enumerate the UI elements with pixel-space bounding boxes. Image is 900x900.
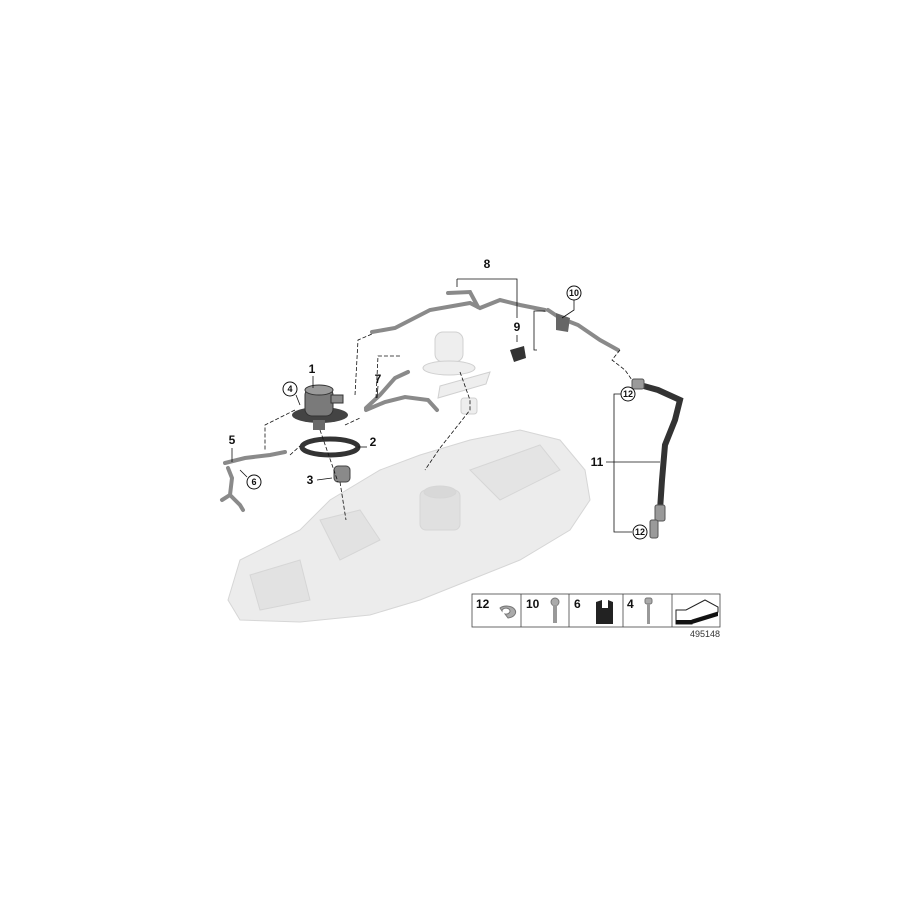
hose-end-fitting bbox=[631, 378, 645, 390]
clip-9 bbox=[510, 346, 526, 362]
parts-legend: 12 10 6 4 495148 bbox=[471, 593, 721, 639]
legend-label-6: 6 bbox=[574, 597, 581, 611]
legend-label-10: 10 bbox=[526, 597, 540, 611]
callout-9: 9 bbox=[514, 320, 521, 334]
clip-ring-icon bbox=[499, 605, 517, 619]
callout-6: 6 bbox=[251, 477, 256, 487]
gasket bbox=[299, 436, 361, 458]
callout-labels: 8 9 10 1 4 7 2 3 5 6 12 11 12 bbox=[229, 257, 648, 540]
legend-label-12: 12 bbox=[476, 597, 490, 611]
callout-3: 3 bbox=[307, 473, 314, 487]
callout-2: 2 bbox=[370, 435, 377, 449]
hose-end-fitting bbox=[649, 519, 659, 539]
callout-12-top: 12 bbox=[623, 389, 633, 399]
callout-10: 10 bbox=[569, 288, 579, 298]
fuel-line-8 bbox=[370, 289, 620, 352]
callout-5: 5 bbox=[229, 433, 236, 447]
fuel-line-7 bbox=[364, 370, 439, 412]
hose-end-fitting bbox=[654, 504, 666, 522]
cylinder-head-cover bbox=[227, 429, 591, 623]
high-pressure-pump bbox=[292, 384, 348, 430]
roller-tappet bbox=[333, 465, 351, 483]
callout-8: 8 bbox=[484, 257, 491, 271]
ghost-pump bbox=[422, 331, 491, 415]
callout-7: 7 bbox=[375, 372, 382, 386]
diagram-reference-number: 495148 bbox=[690, 629, 720, 639]
fuel-line-5 bbox=[220, 450, 287, 512]
hose-11 bbox=[637, 382, 684, 513]
bolt-icon bbox=[644, 597, 653, 624]
screw-icon bbox=[550, 597, 560, 623]
bracket-10 bbox=[556, 313, 570, 332]
legend-label-4: 4 bbox=[627, 597, 634, 611]
callout-leaders bbox=[231, 278, 660, 533]
bracket-clip-icon bbox=[596, 600, 613, 624]
callout-12-bottom: 12 bbox=[635, 527, 645, 537]
callout-11: 11 bbox=[591, 455, 604, 469]
callout-1: 1 bbox=[309, 362, 316, 376]
dashed-leaders bbox=[264, 333, 633, 521]
callout-4: 4 bbox=[287, 384, 292, 394]
